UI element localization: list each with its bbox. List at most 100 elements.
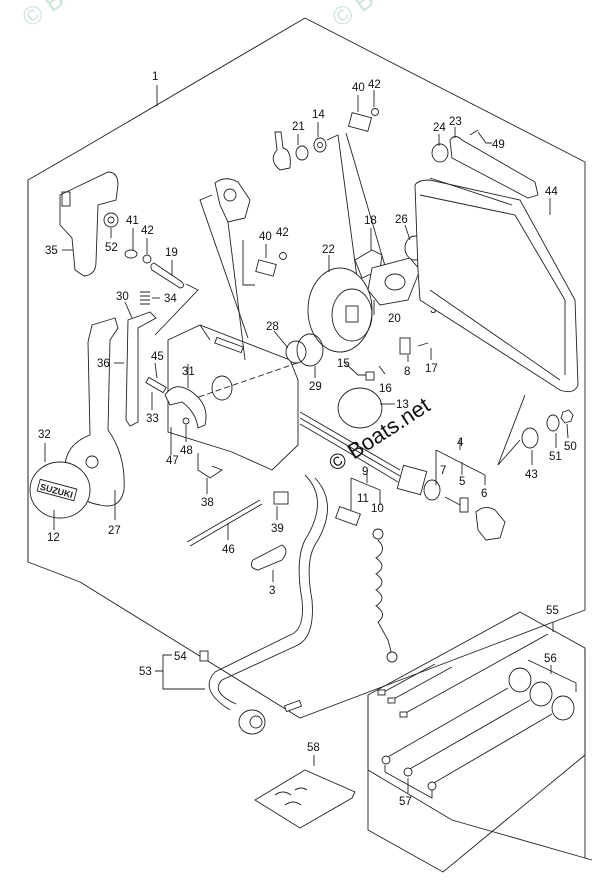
spring-part-34	[140, 291, 150, 305]
lever-part-30	[125, 311, 157, 427]
screw-part-46	[186, 499, 261, 543]
label-24: 24	[433, 122, 446, 134]
label-33: 33	[146, 413, 159, 425]
label-17: 17	[425, 363, 438, 375]
link-part-33	[145, 376, 167, 394]
label-42a: 42	[141, 225, 154, 237]
label-45: 45	[151, 351, 164, 363]
label-13: 13	[396, 399, 409, 411]
label-19: 19	[165, 247, 178, 259]
nut-part-50	[560, 409, 574, 424]
disc-part-22	[307, 267, 373, 353]
manual-packet-part-58	[254, 769, 356, 829]
label-22: 22	[322, 244, 335, 256]
assembly-outline	[27, 17, 586, 719]
clip-part-42c	[279, 252, 287, 260]
clip-part-42a	[142, 254, 152, 264]
label-15: 15	[337, 358, 350, 370]
label-29: 29	[309, 381, 322, 393]
bracket-part-40a	[347, 112, 373, 132]
stop-switch-part-11	[335, 506, 361, 526]
label-1: 1	[152, 71, 158, 83]
screw-part-17	[417, 342, 429, 347]
label-58: 58	[307, 742, 320, 754]
bushing-part-28a	[285, 340, 307, 364]
label-50: 50	[564, 441, 577, 453]
label-23: 23	[449, 116, 462, 128]
lever-part-23	[449, 136, 539, 199]
label-20: 20	[388, 313, 401, 325]
label-28a: 28	[266, 321, 279, 333]
fuse-part-54	[199, 650, 209, 662]
washer-part-14	[313, 137, 327, 153]
label-26: 26	[395, 214, 408, 226]
label-8: 8	[404, 366, 410, 378]
gear-part-31	[164, 386, 207, 429]
label-7: 7	[440, 465, 446, 477]
label-39: 39	[271, 523, 284, 535]
key-part-5	[459, 497, 469, 513]
watermark-corner-left: © Boats.net	[16, 0, 145, 33]
lanyard-coil	[375, 539, 393, 656]
label-3: 3	[269, 585, 275, 597]
label-9: 9	[362, 466, 368, 478]
pin-part-19	[150, 262, 185, 289]
washer-part-51	[546, 414, 560, 432]
label-47: 47	[166, 455, 179, 467]
label-57: 57	[399, 796, 412, 808]
label-48: 48	[180, 445, 193, 457]
handle-part-35	[59, 171, 119, 277]
label-30: 30	[116, 291, 129, 303]
sub-assembly-outline	[367, 611, 593, 861]
key-switch-part-7	[396, 464, 428, 496]
grommet-part-43	[521, 427, 539, 449]
label-34: 34	[164, 293, 177, 305]
label-54: 54	[174, 651, 187, 663]
lever-arm-part-27	[64, 317, 125, 507]
bracket-part-40b	[255, 259, 277, 277]
side-cover	[414, 179, 579, 393]
clamp-part-21	[272, 131, 291, 171]
screw-part-16	[378, 365, 386, 375]
ring-part-29	[296, 333, 324, 367]
svg-text:© Boats.net: © Boats.net	[326, 0, 455, 33]
label-43: 43	[525, 469, 538, 481]
label-56: 56	[544, 653, 557, 665]
label-41: 41	[126, 215, 139, 227]
switch-part-8	[399, 337, 411, 355]
label-21: 21	[292, 121, 305, 133]
connector-part-53	[238, 709, 266, 735]
bushing-part-21	[295, 145, 309, 161]
label-5: 5	[459, 476, 465, 488]
label-51: 51	[549, 451, 562, 463]
label-40a: 40	[352, 82, 365, 94]
screw-part-49	[469, 129, 479, 136]
label-52: 52	[105, 242, 118, 254]
label-35: 35	[45, 245, 58, 257]
spacers-part-56	[508, 667, 575, 721]
cable-ties-part-55	[377, 633, 549, 718]
cable-harness	[208, 474, 318, 711]
label-55: 55	[546, 605, 559, 617]
svg-text:© Boats.net: © Boats.net	[16, 0, 145, 33]
label-40b: 40	[259, 231, 272, 243]
label-49: 49	[492, 139, 505, 151]
clip-part-15	[365, 371, 375, 381]
label-16: 16	[379, 383, 392, 395]
watermark-corner-right: © Boats.net	[326, 0, 455, 33]
label-12: 12	[47, 532, 60, 544]
clip-part-39	[273, 491, 289, 505]
washer-part-52	[103, 212, 119, 228]
label-18: 18	[364, 215, 377, 227]
buzzer-part-13	[337, 387, 383, 429]
bolts-part-57	[381, 687, 553, 791]
clip-part-10	[372, 528, 384, 540]
label-31: 31	[182, 366, 195, 378]
washer-part-41	[124, 249, 138, 259]
label-6: 6	[481, 488, 487, 500]
label-4: 4	[457, 437, 464, 449]
label-46: 46	[222, 544, 235, 556]
label-10: 10	[371, 503, 384, 515]
plate-part-3	[250, 544, 287, 571]
